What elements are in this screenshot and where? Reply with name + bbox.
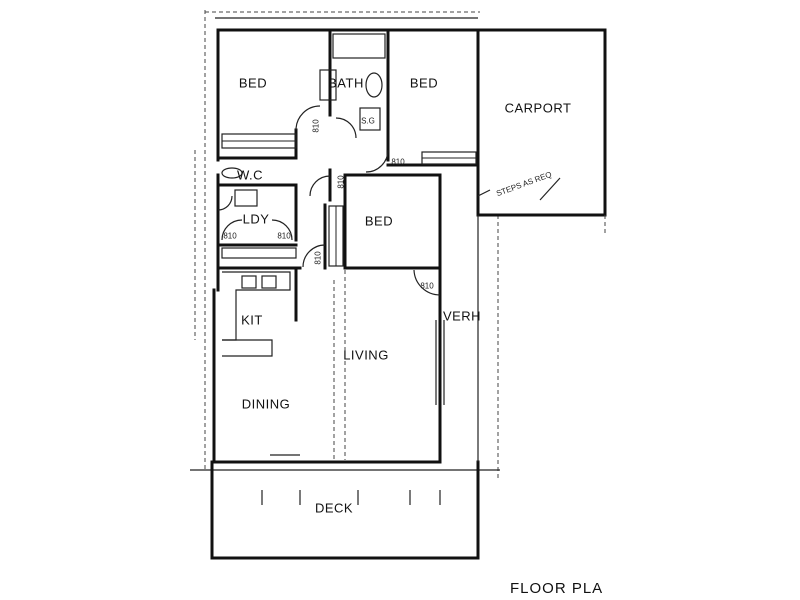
door-size-note: 810 [391,157,405,167]
bath-fixtures [319,33,386,131]
kitchen-benches [222,271,291,357]
door-swings [217,105,441,296]
wardrobes [221,133,477,267]
sliding-door [435,320,445,405]
room-label-verandah: VERH [442,308,482,324]
room-label-bed-1: BED [238,75,268,91]
room-label-carport: CARPORT [504,100,572,116]
room-label-deck: DECK [314,500,354,516]
steps-arrow [477,177,561,201]
interior-walls [218,28,480,322]
room-dividers [270,270,346,460]
room-label-dining: DINING [241,396,291,412]
deck-outline [210,215,480,560]
dimension-lines [190,10,500,480]
room-label-wc: W.C [236,167,264,183]
drawing-title: FLOOR PLA [510,580,604,597]
room-label-bed-3: BED [364,213,394,229]
door-size-note: 810 [336,175,346,189]
room-label-bath: BATH [328,75,364,91]
door-size-note: 810 [420,281,434,291]
deck-posts [261,490,441,505]
room-label-kitchen: KIT [241,312,263,328]
door-size-note: 810 [313,251,323,265]
shower-glass-note: S.G [361,116,375,126]
room-label-living: LIVING [343,347,389,363]
wet-area-fixtures [221,167,258,207]
carport-outline [476,28,607,235]
door-size-note: 810 [311,119,321,133]
door-size-note: 810 [223,231,237,241]
room-label-bed-2: BED [409,75,439,91]
room-label-laundry: LDY [242,211,270,227]
door-size-note: 810 [277,231,291,241]
